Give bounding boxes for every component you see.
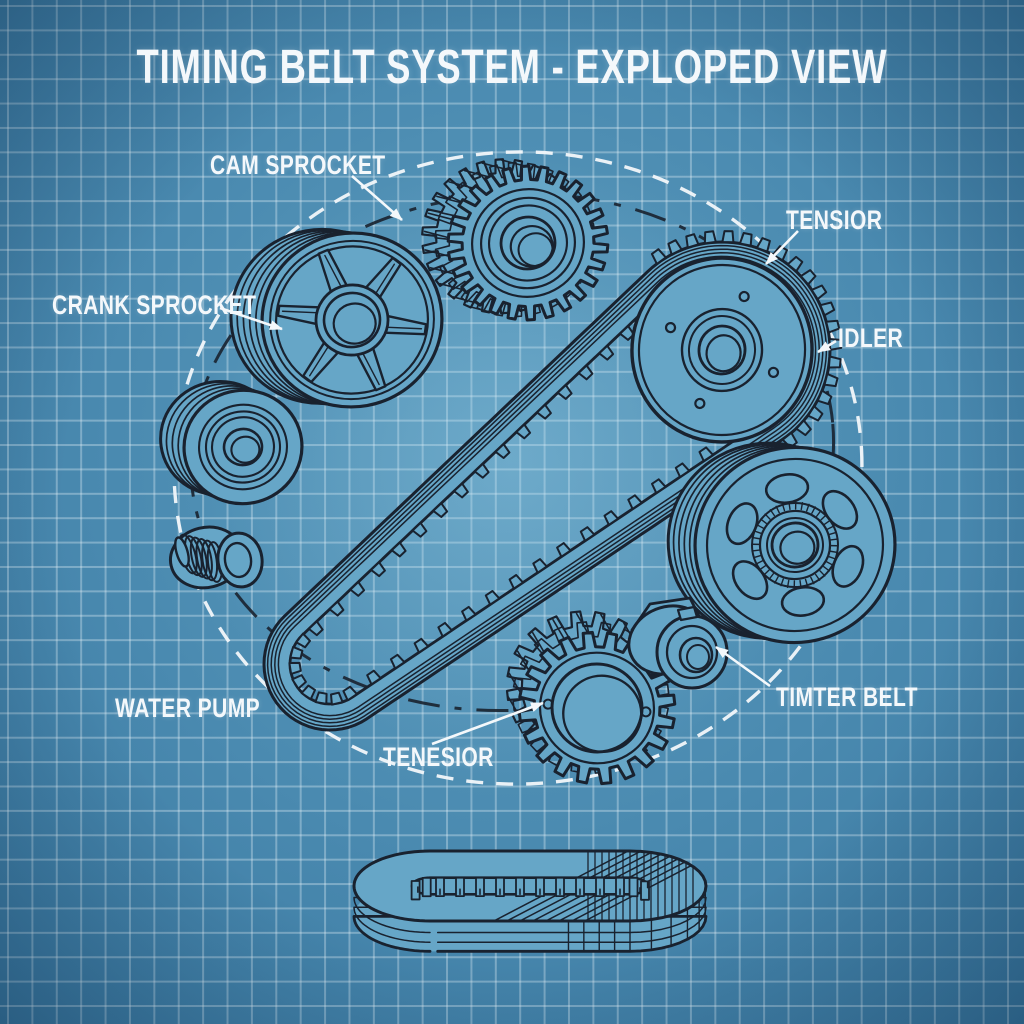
- page-title-wrap: TIMING BELT SYSTEM - EXPLOPED VIEW: [0, 40, 1024, 95]
- label-tensior: TENSIOR: [786, 205, 883, 235]
- small-tensioner: [627, 596, 729, 690]
- leader-lines: [219, 175, 837, 746]
- leader-line: [765, 230, 799, 265]
- label-cam-sprocket: CAM SPROCKET: [210, 150, 386, 180]
- label-timter-belt: TIMTER BELT: [776, 682, 918, 712]
- label-idler: IDLER: [838, 323, 904, 353]
- timing-belt-flat: [354, 847, 727, 951]
- water-pump: [169, 525, 264, 590]
- leader-line: [431, 701, 544, 746]
- label-tenesior: TENESIOR: [383, 742, 494, 772]
- crank-sprocket-pulley: [229, 227, 444, 409]
- leader-line: [715, 645, 771, 688]
- tensioner-pulley: [630, 256, 814, 444]
- leader-line: [219, 306, 283, 331]
- label-water-pump: WATER PUMP: [115, 693, 261, 723]
- bottom-gear: [505, 610, 677, 786]
- leader-line: [817, 339, 837, 354]
- idler-big-pulley: [666, 441, 897, 645]
- page-title: TIMING BELT SYSTEM - EXPLOPED VIEW: [136, 41, 888, 94]
- cam-sprocket-gear: [421, 158, 610, 322]
- label-crank-sprocket: CRANK SPROCKET: [52, 290, 257, 320]
- idler-pulley: [159, 379, 304, 506]
- leader-line: [351, 175, 403, 221]
- assembly-dashed-circle-white: [172, 150, 864, 786]
